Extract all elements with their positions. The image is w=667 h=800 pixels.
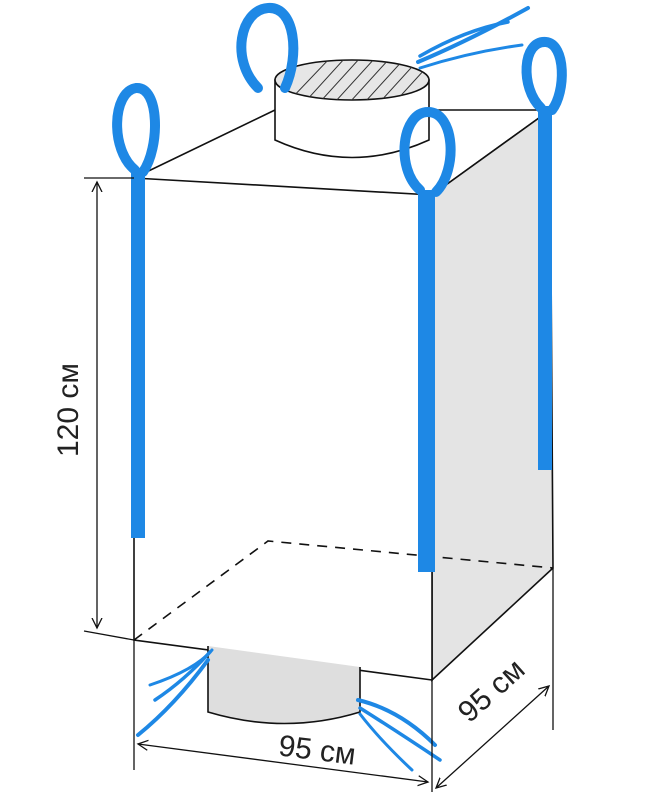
loop-front-left — [112, 83, 160, 538]
loop-back-left — [236, 3, 299, 93]
bag-body — [133, 108, 554, 682]
bag-side-face — [431, 108, 554, 682]
bottom-spout — [207, 646, 361, 725]
bag-front-face — [133, 177, 433, 681]
height-dimension: 120 см — [52, 177, 135, 641]
width-label: 95 см — [277, 729, 358, 771]
loop-front-right — [399, 106, 456, 572]
top-tie-ribbon — [416, 6, 530, 64]
depth-label: 95 см — [452, 653, 532, 729]
loop-back-right — [521, 37, 567, 470]
height-label: 120 см — [52, 363, 85, 457]
